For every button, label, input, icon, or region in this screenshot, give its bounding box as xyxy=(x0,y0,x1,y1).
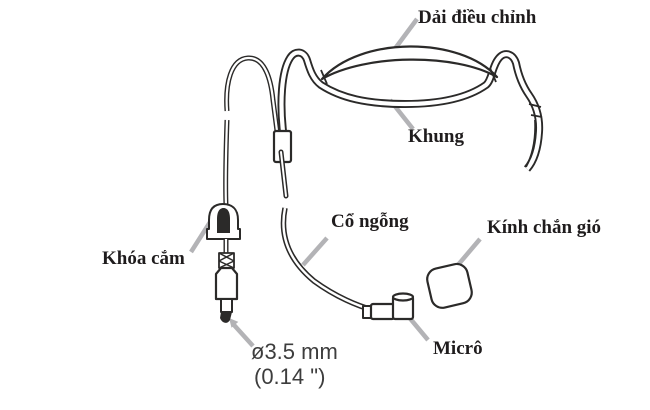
label-windscreen: Kính chắn gió xyxy=(487,217,602,238)
leader-adjust-band xyxy=(392,17,419,52)
band-joint-tick xyxy=(489,67,497,83)
strain-relief-knurl xyxy=(218,252,235,269)
leader-gooseneck xyxy=(301,236,329,267)
ear-hook-tip xyxy=(525,119,537,168)
label-adjust-band: Dải điều chỉnh xyxy=(418,7,537,28)
label-plug-lock: Khóa cắm xyxy=(102,248,185,269)
gooseneck-art xyxy=(280,207,374,313)
temple-joint-tick xyxy=(530,114,543,118)
band-joint-tick xyxy=(320,69,328,85)
windscreen-art xyxy=(426,262,473,309)
label-frame: Khung xyxy=(408,126,464,147)
temple-joint-tick xyxy=(528,103,542,108)
plug-lock-art xyxy=(206,203,241,240)
label-mic: Micrô xyxy=(433,338,483,359)
plug-art xyxy=(214,239,239,323)
microphone-art xyxy=(362,292,415,321)
plug-tip xyxy=(220,312,232,323)
leader-diameter xyxy=(232,323,255,348)
label-gooseneck: Cổ ngỗng xyxy=(331,211,409,232)
headband-frame-art xyxy=(277,48,544,172)
temple-slider-art xyxy=(272,129,293,199)
cable-art xyxy=(223,55,280,207)
label-diameter-mm: ø3.5 mm xyxy=(251,339,338,364)
label-diameter-inch: (0.14 ") xyxy=(254,364,326,389)
adjustment-band-art xyxy=(320,45,499,85)
dimension-arrowhead xyxy=(229,318,239,328)
